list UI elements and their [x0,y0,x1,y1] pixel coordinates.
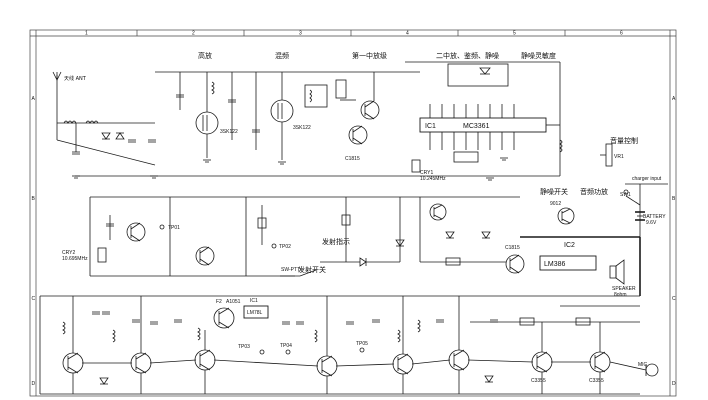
label-sw-d2: C1815 [505,245,520,251]
col-mark-2: 2 [192,31,195,37]
ic1-mc3361: IC1 MC3361 CRY1 10.245MHz [411,62,563,182]
label-ic1: IC1 [425,123,436,130]
label-speaker: SPEAKER [612,286,636,292]
title-if1: 第一中放级 [352,51,387,60]
label-ic2-model: LM386 [544,261,566,268]
label-ic2: IC2 [564,242,575,249]
label-tp1: TP01 [168,225,180,231]
squelch-switch-section [419,197,506,266]
label-sw-ptt: SW-PTT [281,267,300,273]
label-q-mix: 3SK122 [293,125,311,131]
label-sw-d: 9012 [550,201,561,207]
label-x-tx-f: 10.695MHz [62,256,88,262]
title-mixer: 混频 [275,51,289,60]
label-q-tx2: C3355 [589,378,604,384]
title-hf-amp: 高放 [198,51,212,60]
row-mark-b: B [32,196,36,202]
label-icl: IC1 [250,298,258,304]
label-f2: F2 [216,299,222,305]
drawing-frame [29,29,677,397]
label-q-hf: 3SK122 [220,129,238,135]
supply-rails [40,61,641,395]
title-volume: 音量控制 [610,136,638,145]
col-mark-1: 1 [85,31,88,37]
row-mark-b-right: B [672,196,676,202]
row-mark-d-right: D [672,381,676,387]
tx-chain-section: F2 A1051 LM78L IC1 TP03 TP04 TP05 C3355 … [39,296,659,394]
tx-indicator-section [280,197,405,277]
col-mark-3: 3 [299,31,302,37]
label-sw1: SW1 [620,192,631,198]
label-tp2: TP02 [279,244,291,250]
label-x-tx: CRY2 [62,250,75,256]
label-ic1-model: MC3361 [463,123,490,130]
ic2-lm386: LM386 IC2 9012 C1815 SPEAKER 8ohm [505,201,636,298]
label-tp5: TP05 [356,341,368,347]
title-audio-amp: 音频功放 [580,187,608,196]
label-x-main: CRY1 [420,170,433,176]
label-speaker-v: 8ohm [614,292,627,298]
frame-column-ticks [136,30,566,36]
power-volume-section: VR1 charger input SW1 BATTERY 9.6V [600,143,668,237]
row-mark-c-right: C [672,296,676,302]
antenna-section: 天线 ANT [52,71,156,166]
label-tp4: TP04 [280,343,292,349]
ground-symbols [72,157,508,181]
mixer-stage: 3SK122 [252,72,328,160]
label-battery-v: 9.6V [646,220,657,226]
label-vr1: VR1 [614,154,624,160]
label-charger: charger input [632,176,662,182]
col-mark-5: 5 [513,31,516,37]
label-antenna: 天线 ANT [64,75,87,82]
col-mark-6: 6 [620,31,623,37]
frame-column-marks: 1 2 3 4 5 6 [85,31,623,37]
label-x-main-f: 10.245MHz [420,176,446,182]
col-mark-4: 4 [406,31,409,37]
title-tx-indicator: 发射指示 [322,237,350,246]
title-tx-switch: 发射开关 [298,265,326,274]
frame-row-marks: A B C D A B C D [32,96,677,387]
row-mark-d: D [32,381,36,387]
title-squelch-det: 静噪灵敏度 [521,51,556,60]
row-mark-c: C [32,296,36,302]
label-q-tx1: C3355 [531,378,546,384]
row-mark-a: A [32,96,36,102]
title-if2: 二中放、鉴频、静噪 [436,51,499,60]
label-f2-model: A1051 [226,299,241,305]
label-battery: BATTERY [643,214,666,220]
label-icl-model: LM78L [247,310,263,316]
title-squelch-switch: 静噪开关 [540,187,568,196]
tx-osc-section: CRY2 10.695MHz TP01 TP02 [62,197,291,276]
label-q-if: C1815 [345,156,360,162]
hf-amp-stage: 3SK122 [176,72,238,158]
row-mark-a-right: A [672,96,676,102]
label-mic: MIC [638,362,648,368]
label-tp3: TP03 [238,344,250,350]
if1-stage: C1815 [335,72,380,162]
